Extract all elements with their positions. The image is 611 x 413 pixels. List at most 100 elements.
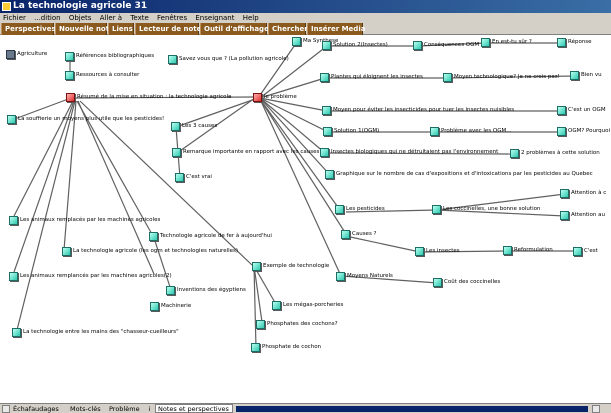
tab-lecteur-de-notes[interactable]: Lecteur de notes: [135, 23, 206, 35]
window-title: La technologie agricole 31: [13, 1, 148, 11]
concept-node[interactable]: Remarque importante en rapport avec les …: [172, 148, 319, 157]
concept-node[interactable]: La technologie agricole (les ogm et tech…: [62, 247, 238, 256]
link: [13, 100, 75, 273]
note-icon: [430, 127, 439, 136]
concept-node[interactable]: Reformulation: [503, 246, 553, 255]
scroll-left-icon[interactable]: [2, 405, 10, 413]
concept-node[interactable]: Technologie agricole de fer à aujourd'hu…: [149, 232, 272, 241]
note-icon: [443, 73, 452, 82]
link: [324, 152, 516, 155]
concept-node[interactable]: Références bibliographiques: [65, 52, 154, 61]
concept-node[interactable]: Problème avec les OGM...: [430, 127, 512, 136]
link: [419, 250, 509, 253]
concept-node[interactable]: C'est un OGM: [557, 106, 606, 115]
concept-node[interactable]: Attention à c: [560, 189, 606, 198]
tab-perspectives[interactable]: Perspectives: [1, 23, 56, 35]
tab-liens[interactable]: Liens: [108, 23, 134, 35]
concept-node[interactable]: C'est: [573, 247, 598, 256]
scroll-right-icon[interactable]: [592, 405, 600, 413]
title-bar: La technologie agricole 31: [0, 0, 611, 13]
status-tab-mots-cles[interactable]: Mots-clés: [70, 405, 101, 413]
note-icon: [573, 247, 582, 256]
link: [259, 97, 326, 154]
note-icon: [172, 148, 181, 157]
concept-node-le-probleme[interactable]: le problème: [253, 93, 297, 102]
menu-objets[interactable]: Objets: [68, 14, 92, 22]
concept-node[interactable]: Les mégas-porcheries: [272, 301, 343, 310]
note-icon: [325, 170, 334, 179]
link: [259, 98, 342, 277]
concept-node[interactable]: Plantes qui éloignent les insectes: [320, 73, 423, 82]
concept-node[interactable]: Ma Synthese: [292, 37, 338, 46]
menu-edition[interactable]: ...dition: [34, 14, 61, 22]
concept-node[interactable]: Moyens Naturels: [336, 272, 393, 281]
note-icon: [150, 302, 159, 311]
concept-node[interactable]: Les insectes: [415, 247, 460, 256]
concept-node-resume[interactable]: Résumé de la mise en situation : la tech…: [66, 93, 231, 102]
status-tab-echafaudages[interactable]: Échafaudages: [13, 405, 59, 413]
concept-node[interactable]: Graphique sur le nombre de cas d'exposit…: [325, 170, 593, 179]
view-select[interactable]: Notes et perspectives: [155, 404, 233, 413]
concept-node[interactable]: La technologie entre les mains des "chas…: [12, 328, 179, 337]
status-bar: Échafaudages Mots-clés Problème i Notes …: [0, 403, 611, 413]
concept-node[interactable]: C'est vrai: [175, 173, 212, 182]
status-tab-probleme[interactable]: Problème: [109, 405, 140, 413]
concept-node[interactable]: La souffierie un moyens plus utile que l…: [7, 115, 164, 124]
note-icon: [320, 73, 329, 82]
note-icon: [6, 50, 15, 59]
horizontal-scrollbar-thumb[interactable]: [236, 406, 588, 412]
tab-inserer-media[interactable]: Insérer Media: [307, 23, 365, 35]
note-icon: [557, 106, 566, 115]
note-icon: [570, 71, 579, 80]
link: [11, 97, 72, 121]
concept-node[interactable]: Solution 1(OGM): [323, 127, 379, 136]
concept-node[interactable]: Machinerie: [150, 302, 191, 311]
concept-node[interactable]: En est-tu sûr ?: [481, 38, 532, 47]
menu-fenetres[interactable]: Fenêtres: [157, 14, 188, 22]
menu-fichier[interactable]: Fichier: [3, 14, 26, 22]
concept-node[interactable]: Phosphate de cochon: [251, 343, 321, 352]
note-icon: [149, 232, 158, 241]
concept-node[interactable]: Exemple de technologie: [252, 262, 329, 271]
concept-node[interactable]: Les animaux remplacés par les machines a…: [9, 216, 160, 225]
concept-node[interactable]: Réponse: [557, 38, 592, 47]
link: [436, 209, 566, 217]
menu-aller-a[interactable]: Aller à: [99, 14, 123, 22]
tab-outil-affichage[interactable]: Outil d'affichage: [200, 23, 269, 35]
concept-node[interactable]: Moyen technologique? Je ne crois pas!: [443, 73, 560, 82]
concept-node[interactable]: Les animaux remplancés par les machines …: [9, 272, 172, 281]
concept-node[interactable]: Solution 2(Insectes): [322, 41, 388, 50]
concept-node[interactable]: OGM? Pourquoi: [557, 127, 610, 136]
concept-node-agriculture[interactable]: Agriculture: [6, 50, 47, 59]
tab-nouvelle-note[interactable]: Nouvelle note: [55, 23, 114, 35]
concept-node[interactable]: Causes ?: [341, 230, 376, 239]
concept-node[interactable]: Phosphates des cochons?: [256, 320, 338, 329]
concept-node[interactable]: Les pesticides: [335, 205, 385, 214]
link: [259, 97, 331, 176]
concept-node[interactable]: Insectes biologiques qui ne détruitaient…: [320, 148, 498, 157]
concept-node[interactable]: Bien vu: [570, 71, 602, 80]
link: [259, 97, 329, 133]
menu-help[interactable]: Help: [242, 14, 259, 22]
concept-node[interactable]: Attention au: [560, 211, 605, 220]
concept-node[interactable]: Coût des coccinelles: [433, 278, 500, 287]
concept-node[interactable]: Inventions des égyptiens: [166, 286, 246, 295]
concept-node[interactable]: Ressources à consulter: [65, 71, 139, 80]
concept-node[interactable]: Moyen pour éviter les insecticides pour …: [322, 106, 514, 115]
concept-node[interactable]: Les coccinelles, une bonne solution: [432, 205, 540, 214]
concept-node[interactable]: Conséquences OGM: [413, 41, 479, 50]
note-icon: [66, 93, 75, 102]
link: [417, 42, 487, 47]
menu-texte[interactable]: Texte: [130, 14, 149, 22]
note-icon: [335, 205, 344, 214]
concept-node[interactable]: 2 problèmes à cette solution: [510, 149, 600, 158]
tab-chercher[interactable]: Chercher: [268, 23, 308, 35]
menu-enseignant[interactable]: Enseignant: [195, 14, 235, 22]
note-icon: [253, 93, 262, 102]
note-icon: [292, 37, 301, 46]
link: [13, 100, 74, 217]
concept-map-canvas[interactable]: Agriculture Références bibliographiques …: [0, 36, 611, 403]
concept-node[interactable]: Savez vous que ? (La pollution agricole): [168, 55, 289, 64]
concept-node[interactable]: Les 3 causes: [171, 122, 217, 131]
note-icon: [557, 38, 566, 47]
